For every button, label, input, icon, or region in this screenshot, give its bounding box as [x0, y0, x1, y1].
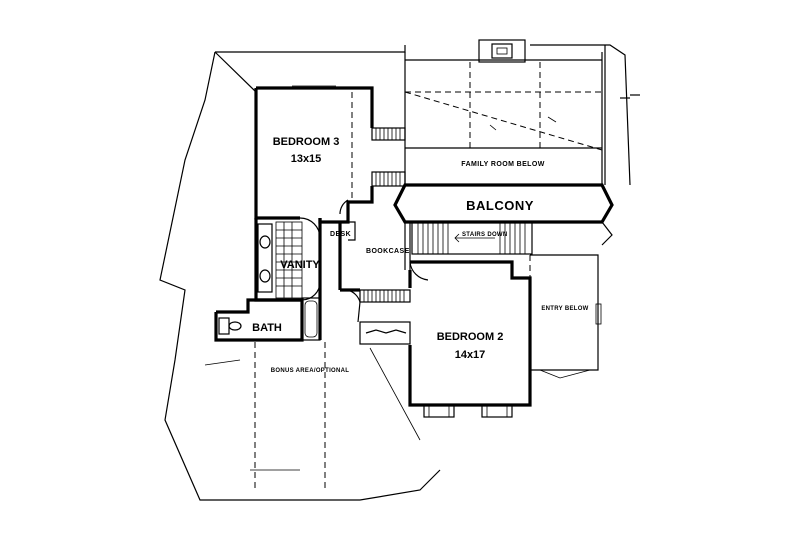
bonus-area: BONUS AREA/OPTIONAL	[204, 342, 421, 490]
entry-below-area: ENTRY BELOW	[529, 254, 602, 379]
bedroom-3-label: BEDROOM 3	[273, 136, 340, 148]
stairs-label: STAIRS DOWN	[462, 232, 508, 238]
roof-outline	[159, 44, 640, 501]
balcony: BALCONY	[393, 183, 614, 224]
bedroom-2-size: 14x17	[455, 349, 486, 361]
bookcase-label: BOOKCASE	[366, 248, 410, 255]
bedroom-3-closets	[371, 127, 406, 187]
family-room-open-area: FAMILY ROOM BELOW	[404, 52, 603, 186]
balcony-door	[601, 221, 613, 246]
bedroom-3-size: 13x15	[291, 153, 322, 165]
balcony-label: BALCONY	[466, 198, 534, 213]
family-room-below-label: FAMILY ROOM BELOW	[461, 161, 544, 168]
bedroom-2-label: BEDROOM 2	[437, 331, 504, 343]
bedroom-2: BEDROOM 2 14x17	[408, 260, 532, 418]
bedroom-3: BEDROOM 3 13x15	[254, 85, 374, 224]
bathroom: VANITY BATH	[214, 218, 322, 342]
bedroom-2-closets	[357, 289, 411, 345]
vanity-label: VANITY	[280, 259, 320, 271]
bath-label: BATH	[252, 322, 282, 334]
stairs: STAIRS DOWN	[411, 221, 533, 255]
chimney	[478, 39, 526, 63]
entry-below-label: ENTRY BELOW	[541, 306, 588, 312]
door-swings	[299, 217, 361, 303]
bonus-area-label: BONUS AREA/OPTIONAL	[271, 368, 350, 374]
